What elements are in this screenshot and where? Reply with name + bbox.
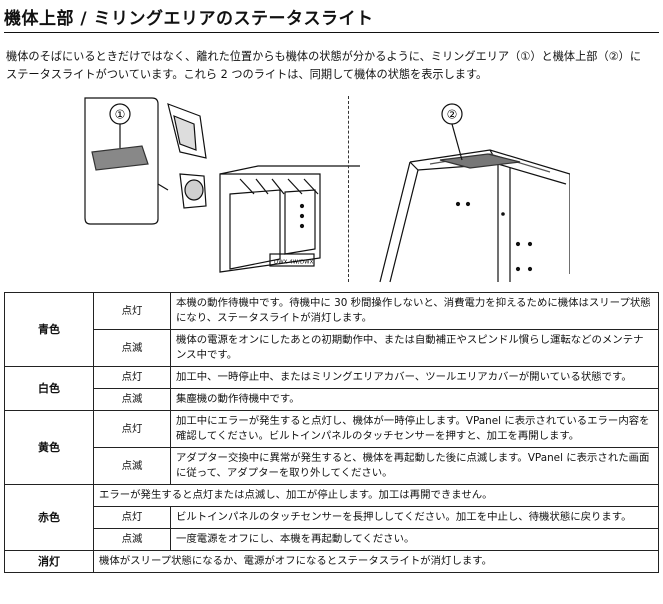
description-cell: 機体の電源をオンにしたあとの初期動作中、または自動補正やスピンドル慣らし運転など… [170,329,659,367]
table-row: 白色 点灯 加工中、一時停止中、またはミリングエリアカバー、ツールエリアカバーが… [4,366,659,411]
table-row: 点滅 集塵機の動作待機中です。 [5,388,659,411]
table-row: 点滅 一度電源をオフにし、本機を再起動してください。 [5,528,659,551]
description-cell: 加工中にエラーが発生すると点灯し、機体が一時停止します。VPanel に表示され… [170,410,659,448]
table-row: 点灯 ビルトインパネルのタッチセンサーを長押ししてください。加工を中止し、待機状… [5,506,659,529]
description-cell: アダプター交換中に異常が発生すると、機体を再起動した後に点滅します。VPanel… [170,447,659,485]
page-title: 機体上部 / ミリングエリアのステータスライト [4,9,374,29]
table-row: 黄色 点灯 加工中にエラーが発生すると点灯し、機体が一時停止します。VPanel… [4,410,659,485]
color-white: 白色 [4,366,94,411]
description-cell: 本機の動作待機中です。待機中に 30 秒間操作しないと、消費電力を抑えるために機… [170,292,659,330]
state-cell: 点灯 [93,410,171,448]
machine-panel-text: DWX-4W/DWX [274,260,314,266]
state-cell: 点滅 [93,388,171,411]
state-cell: 点灯 [93,506,171,529]
marker-1-label: ① [115,108,126,122]
marker-2: ② [441,103,463,161]
status-light-table: 青色 点灯 本機の動作待機中です。待機中に 30 秒間操作しないと、消費電力を抑… [4,292,659,573]
title-rule [4,32,659,33]
table-row: 点滅 機体の電源をオンにしたあとの初期動作中、または自動補正やスピンドル慣らし運… [5,329,659,367]
description-cell: 機体がスリープ状態になるか、電源がオフになるとステータスライトが消灯します。 [93,550,659,573]
color-off: 消灯 [4,550,94,573]
state-cell: 点滅 [93,528,171,551]
state-cell: 点灯 [93,292,171,330]
intro-paragraph: 機体のそばにいるときだけではなく、離れた位置からも機体の状態が分かるように、ミリ… [6,48,656,84]
state-cell: 点滅 [93,329,171,367]
description-cell: 一度電源をオフにし、本機を再起動してください。 [170,528,659,551]
color-blue: 青色 [4,292,94,367]
table-row: 赤色 エラーが発生すると点灯または点滅し、加工が停止します。加工は再開できません… [4,484,659,551]
milling-area-illustration: ① DWX-4W/DWX [84,97,360,273]
marker-2-label: ② [447,108,458,122]
description-cell: 加工中、一時停止中、またはミリングエリアカバー、ツールエリアカバーが開いている状… [170,366,659,389]
color-yellow: 黄色 [4,410,94,485]
intro-line-1: 機体のそばにいるときだけではなく、離れた位置からも機体の状態が分かるように、ミリ… [6,50,642,63]
intro-line-2: ステータスライトがついています。これら 2 つのライトは、同期して機体の状態を表… [6,68,488,81]
figure-divider [348,96,349,282]
marker-1: ① [109,103,131,148]
description-cell: 集塵機の動作待機中です。 [170,388,659,411]
state-cell: 点滅 [93,447,171,485]
color-red: 赤色 [4,484,94,551]
table-row: 点滅 アダプター交換中に異常が発生すると、機体を再起動した後に点滅します。VPa… [5,447,659,485]
description-cell: エラーが発生すると点灯または点滅し、加工が停止します。加工は再開できません。 [93,484,659,507]
table-row: 消灯 機体がスリープ状態になるか、電源がオフになるとステータスライトが消灯します… [4,550,659,573]
table-row: 青色 点灯 本機の動作待機中です。待機中に 30 秒間操作しないと、消費電力を抑… [4,292,659,367]
state-cell: 点灯 [93,366,171,389]
machine-top-illustration: ② [379,103,570,283]
description-cell: ビルトインパネルのタッチセンサーを長押ししてください。加工を中止し、待機状態に戻… [170,506,659,529]
